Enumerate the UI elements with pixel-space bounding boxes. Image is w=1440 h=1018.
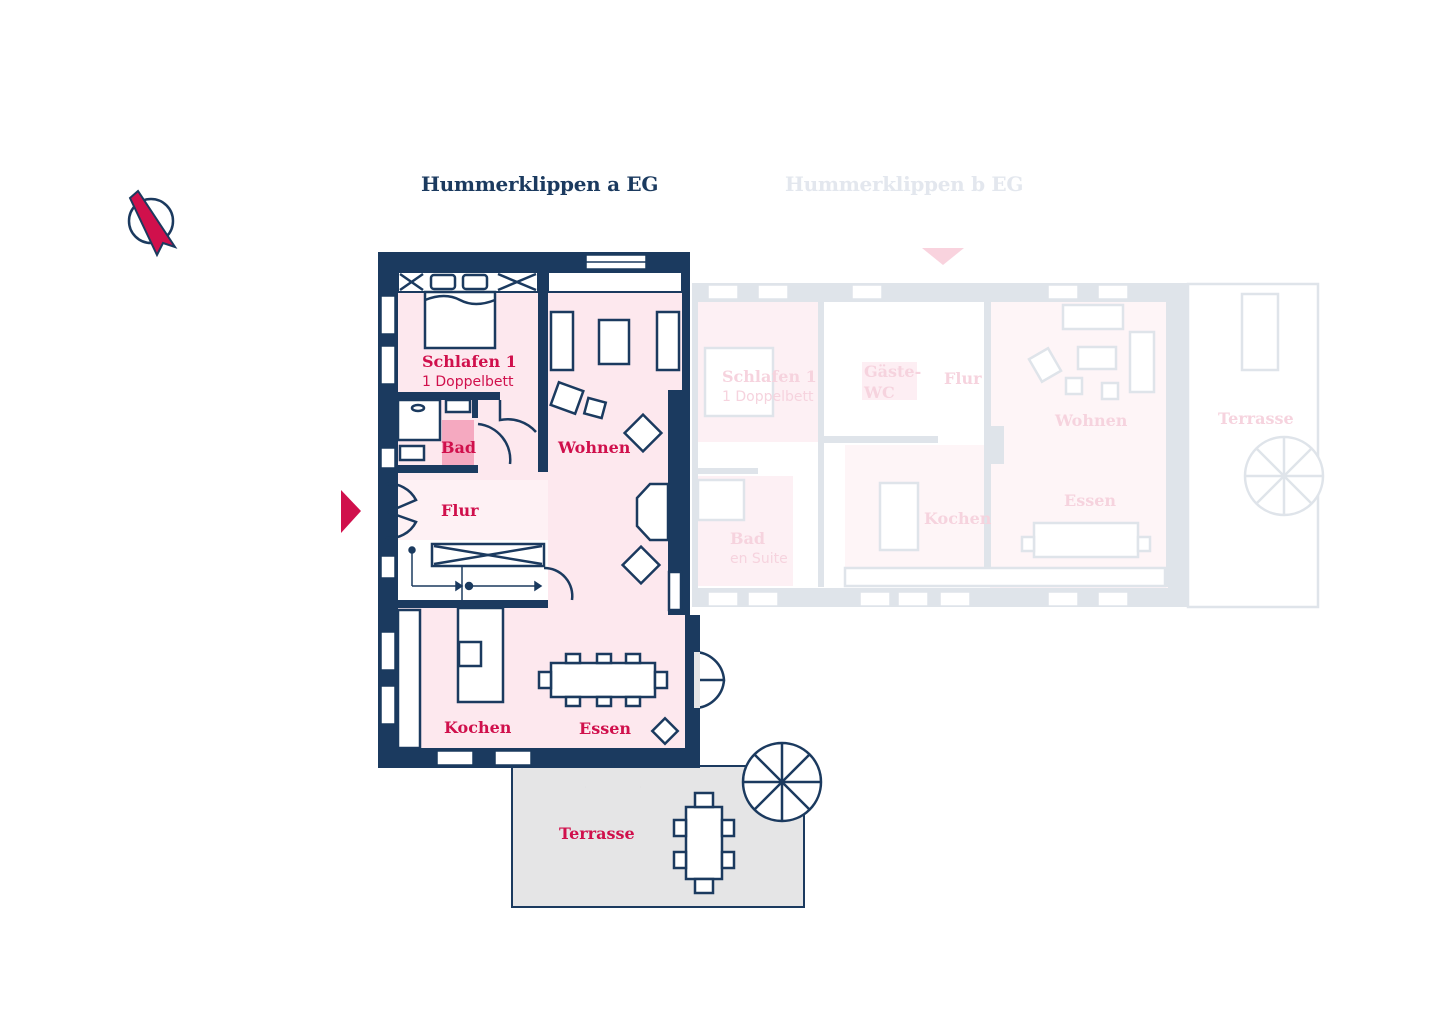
entrance-arrow-icon [341, 490, 361, 533]
unit-b-label-gaeste: Gäste- [864, 362, 921, 381]
unit-b-label-wohnen: Wohnen [1054, 411, 1128, 430]
entrance-arrow-icon-b [922, 248, 964, 265]
label-kochen: Kochen [444, 718, 512, 737]
label-flur: Flur [441, 501, 479, 520]
unit-a-plan: Schlafen 1 1 Doppelbett Bad Wohnen Flur … [341, 252, 823, 908]
tab-hummerklippen-b[interactable]: Hummerklippen b EG [785, 172, 1024, 196]
unit-b-label-essen: Essen [1064, 491, 1116, 510]
label-essen: Essen [579, 719, 631, 738]
north-arrow-icon [127, 189, 178, 258]
label-schlafen: Schlafen 1 [422, 352, 517, 371]
label-wohnen: Wohnen [557, 438, 631, 457]
unit-b-label-wc: WC [863, 383, 895, 402]
label-bad: Bad [441, 438, 476, 457]
unit-b-label-schlafen-sub: 1 Doppelbett [722, 389, 814, 405]
unit-b-label-bad-sub: en Suite [730, 551, 788, 567]
label-terrasse: Terrasse [559, 824, 635, 843]
unit-b-plan: Schlafen 1 1 Doppelbett Gäste- WC Flur W… [692, 248, 1325, 609]
unit-b-label-bad: Bad [730, 529, 765, 548]
unit-b-label-terrasse: Terrasse [1218, 409, 1294, 428]
label-schlafen-sub: 1 Doppelbett [422, 374, 514, 390]
tab-hummerklippen-a[interactable]: Hummerklippen a EG [421, 172, 659, 196]
unit-b-label-schlafen: Schlafen 1 [722, 367, 817, 386]
unit-b-label-kochen: Kochen [924, 509, 992, 528]
unit-b-label-flur: Flur [944, 369, 982, 388]
